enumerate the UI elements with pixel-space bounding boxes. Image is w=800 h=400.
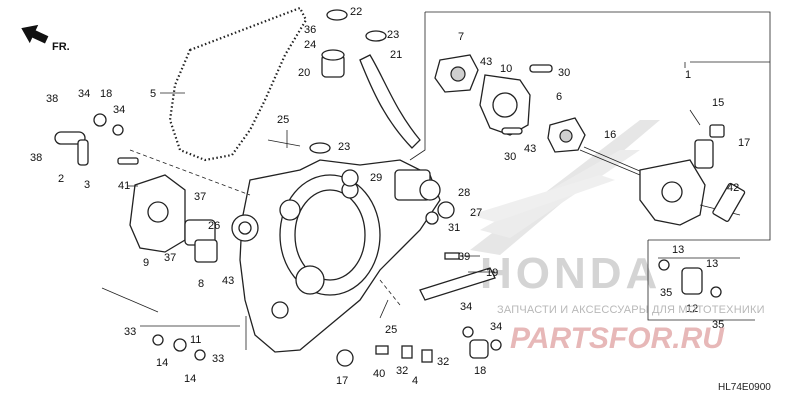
clamp-22 bbox=[326, 9, 348, 21]
callout-37b: 37 bbox=[164, 252, 176, 264]
clamp-23-lower bbox=[309, 142, 331, 154]
callout-34c: 34 bbox=[460, 301, 472, 313]
callout-32a: 32 bbox=[396, 365, 408, 377]
callout-12: 12 bbox=[686, 303, 698, 315]
callout-20: 20 bbox=[298, 67, 310, 79]
callout-35b: 35 bbox=[712, 319, 724, 331]
right-crankcase-cover bbox=[239, 159, 441, 353]
callout-33a: 33 bbox=[124, 326, 136, 338]
callout-38a: 38 bbox=[46, 93, 58, 105]
front-direction-label: FR. bbox=[52, 41, 70, 53]
callout-40: 40 bbox=[373, 368, 385, 380]
callout-4: 4 bbox=[412, 375, 418, 387]
callout-3: 3 bbox=[84, 179, 90, 191]
callout-34a: 34 bbox=[78, 88, 90, 100]
callout-30b: 30 bbox=[504, 151, 516, 163]
callout-38b: 38 bbox=[30, 152, 42, 164]
callout-22: 22 bbox=[350, 6, 362, 18]
watermark-title: ЗАПЧАСТИ И АКСЕССУАРЫ ДЛЯ МОТОТЕХНИКИ bbox=[497, 304, 765, 316]
callout-14a: 14 bbox=[156, 357, 168, 369]
callout-5: 5 bbox=[150, 88, 156, 100]
callout-2: 2 bbox=[58, 173, 64, 185]
callout-18a: 18 bbox=[100, 88, 112, 100]
callout-23a: 23 bbox=[387, 29, 399, 41]
callout-23b: 23 bbox=[338, 141, 350, 153]
callout-34d: 34 bbox=[490, 321, 502, 333]
callout-8: 8 bbox=[198, 278, 204, 290]
callout-34b: 34 bbox=[113, 104, 125, 116]
callout-13a: 13 bbox=[672, 244, 684, 256]
oil-pump-assembly bbox=[639, 124, 741, 226]
callout-43a: 43 bbox=[480, 56, 492, 68]
callout-18b: 18 bbox=[474, 365, 486, 377]
clamp-23-upper bbox=[365, 30, 387, 42]
callout-37a: 37 bbox=[194, 191, 206, 203]
callout-36: 36 bbox=[304, 24, 316, 36]
callout-21: 21 bbox=[390, 49, 402, 61]
callout-43b: 43 bbox=[524, 143, 536, 155]
callout-32b: 32 bbox=[437, 356, 449, 368]
callout-31: 31 bbox=[448, 222, 460, 234]
callout-10: 10 bbox=[500, 63, 512, 75]
callout-27: 27 bbox=[470, 207, 482, 219]
diagram-code: HL74E0900 bbox=[718, 382, 771, 393]
assembly-frame bbox=[409, 11, 771, 321]
callout-17a: 17 bbox=[738, 137, 750, 149]
callout-25a: 25 bbox=[277, 114, 289, 126]
callout-26: 26 bbox=[208, 220, 220, 232]
callout-42: 42 bbox=[727, 182, 739, 194]
callout-33b: 33 bbox=[212, 353, 224, 365]
honda-wing-logo bbox=[470, 120, 660, 255]
callout-9: 9 bbox=[143, 257, 149, 269]
front-direction-arrow-icon bbox=[21, 24, 49, 44]
callout-29: 29 bbox=[370, 172, 382, 184]
callout-7: 7 bbox=[458, 31, 464, 43]
callout-15: 15 bbox=[712, 97, 724, 109]
callout-43c: 43 bbox=[222, 275, 234, 287]
callout-17b: 17 bbox=[336, 375, 348, 387]
callout-numbers: 1 2 3 4 5 6 7 8 9 10 11 12 13 13 14 14 1… bbox=[30, 6, 750, 387]
callout-24: 24 bbox=[304, 39, 316, 51]
gasket-5 bbox=[168, 6, 308, 162]
callout-39: 39 bbox=[458, 251, 470, 263]
watermark-logo: PARTSFOR.RU bbox=[510, 322, 725, 355]
callout-35a: 35 bbox=[660, 287, 672, 299]
callout-28: 28 bbox=[458, 187, 470, 199]
callout-19: 19 bbox=[486, 267, 498, 279]
callout-41: 41 bbox=[118, 180, 130, 192]
callout-30a: 30 bbox=[558, 67, 570, 79]
callout-6: 6 bbox=[556, 91, 562, 103]
pipe-joint-20 bbox=[321, 49, 345, 78]
callout-25b: 25 bbox=[385, 324, 397, 336]
callout-1: 1 bbox=[685, 69, 691, 81]
pump-assembly bbox=[434, 54, 643, 176]
bottom-small-parts bbox=[152, 169, 746, 367]
callout-16: 16 bbox=[604, 129, 616, 141]
honda-logo-text: HONDA bbox=[480, 249, 661, 298]
callout-13b: 13 bbox=[706, 258, 718, 270]
callout-14b: 14 bbox=[184, 373, 196, 385]
left-components bbox=[54, 113, 259, 263]
water-hose-21 bbox=[359, 54, 421, 149]
callout-11: 11 bbox=[190, 334, 201, 346]
leader-lines bbox=[101, 62, 740, 350]
